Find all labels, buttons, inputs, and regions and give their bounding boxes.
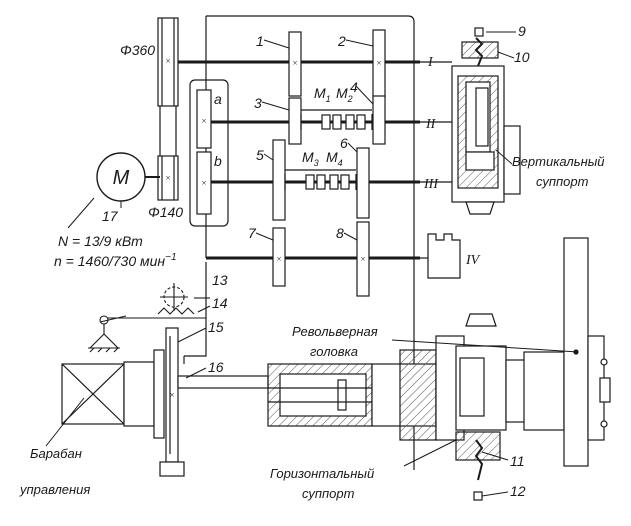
svg-text:×: ×: [169, 390, 174, 400]
change-gears-ab: × ×: [189, 79, 229, 227]
drum-line2: управления: [19, 482, 90, 497]
clutch-m4-label: M4: [326, 149, 343, 168]
drum-line1: Барабан: [30, 446, 82, 461]
motor-symbol: M: [113, 167, 130, 189]
gear-6: [356, 147, 370, 219]
speed-label: n = 1460/730 мин−1: [54, 252, 177, 269]
item-10-label: 10: [514, 49, 530, 65]
gear-5-label: 5: [256, 147, 264, 163]
clutches-m3-m4: [284, 169, 357, 190]
svg-text:×: ×: [201, 178, 206, 188]
pulley-large: [157, 17, 179, 107]
gear-a-label: a: [214, 91, 222, 107]
item-12-label: 12: [510, 483, 526, 499]
gear-5: [272, 139, 286, 221]
headstock: [563, 237, 611, 467]
shaft-IV-block: [427, 233, 461, 279]
gear-1-label: 1: [256, 33, 264, 49]
gear-b-label: b: [214, 153, 222, 169]
horizontal-support: [267, 349, 440, 441]
clutch-m1-label: M1: [314, 85, 331, 104]
pulley-top-dia: Φ360: [120, 42, 155, 58]
item-14-label: 14: [212, 295, 228, 311]
shaft-IV-label: IV: [465, 253, 481, 268]
gear-7-label: 7: [248, 225, 257, 241]
clutch-m3-label: M3: [302, 149, 319, 168]
vertical-support-line2: суппорт: [536, 174, 589, 189]
svg-text:×: ×: [360, 254, 365, 264]
gear-8-label: 8: [336, 225, 344, 241]
gear-3-label: 3: [254, 95, 262, 111]
motor-number: 17: [102, 208, 119, 224]
turret-line1: Револьверная: [292, 324, 378, 339]
shaft-I-label: I: [427, 55, 434, 70]
belt-drive: × ×: [157, 17, 179, 201]
gear-4-label: 4: [350, 79, 358, 95]
clutches-m1-m2: [300, 109, 373, 130]
svg-text:×: ×: [165, 56, 170, 66]
item-16-label: 16: [208, 359, 224, 375]
item-9-label: 9: [518, 23, 526, 39]
clutch-m2-label: M2: [336, 85, 353, 104]
svg-text:×: ×: [201, 116, 206, 126]
gear-1: [288, 31, 302, 97]
gear-a: [196, 89, 212, 149]
vertical-support-line1: Вертикальный: [512, 154, 605, 169]
pulley-bottom-dia: Φ140: [148, 204, 183, 220]
horizontal-support-line1: Горизонтальный: [270, 466, 374, 481]
gear-b: [196, 151, 212, 215]
svg-text:×: ×: [165, 173, 170, 183]
gear-4: [372, 95, 386, 145]
turret-line2: головка: [310, 344, 358, 359]
item-11-label: 11: [510, 453, 525, 469]
svg-text:×: ×: [276, 254, 281, 264]
shaft-II-label: II: [425, 117, 437, 132]
gear-7: [272, 227, 286, 287]
gears: × × × ×: [272, 29, 386, 297]
svg-text:×: ×: [292, 58, 297, 68]
feed-mechanism: [108, 283, 211, 319]
gear-leaders: [255, 39, 374, 241]
gear-8: [356, 221, 370, 297]
svg-text:×: ×: [376, 58, 381, 68]
item-15-label: 15: [208, 319, 224, 335]
item-13-label: 13: [212, 272, 228, 288]
horizontal-support-line2: суппорт: [302, 486, 355, 501]
control-lever: [88, 315, 127, 353]
motor: M: [67, 152, 160, 229]
power-label: N = 13/9 кВт: [58, 233, 143, 249]
vertical-support: [451, 27, 521, 215]
turret-head: [435, 313, 565, 501]
shaft-III-label: III: [423, 177, 439, 192]
gear-3: [288, 97, 302, 145]
drum-assembly: ×: [61, 327, 269, 477]
gear-6-label: 6: [340, 135, 348, 151]
gear-2-label: 2: [337, 33, 346, 49]
